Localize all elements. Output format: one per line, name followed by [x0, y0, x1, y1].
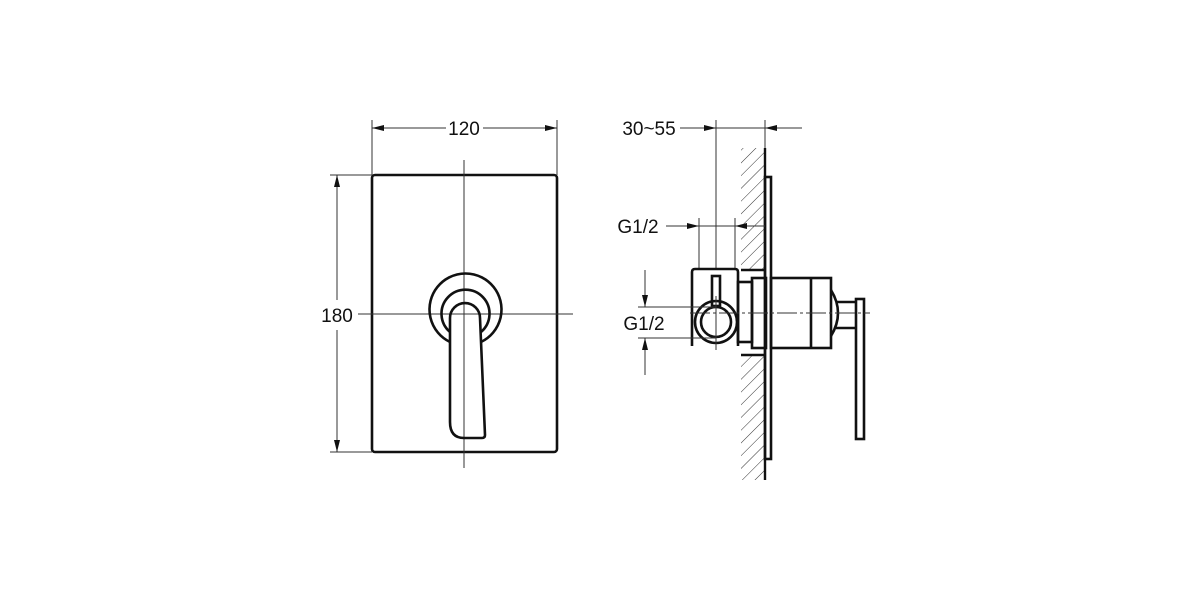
- top-inlet-label: G1/2: [617, 217, 658, 238]
- wall-hatch-top: [741, 148, 764, 270]
- inner-rosette-ring: [440, 288, 491, 333]
- side-inlet-label: G1/2: [623, 314, 664, 335]
- outer-rosette-ring: [428, 272, 503, 344]
- valve-neck: [736, 280, 754, 344]
- lever-handle: [448, 301, 487, 440]
- valve-body: [690, 267, 740, 346]
- lever-side: [854, 297, 866, 441]
- front-view: 120 180: [321, 119, 573, 468]
- height-dimension-label: 180: [321, 306, 353, 327]
- depth-dimension-label: 30~55: [622, 119, 675, 140]
- width-dimension-label: 120: [448, 119, 480, 140]
- wall-hatch-bottom: [741, 355, 764, 480]
- side-view: 30~55 G1/2 G1/2: [617, 119, 870, 480]
